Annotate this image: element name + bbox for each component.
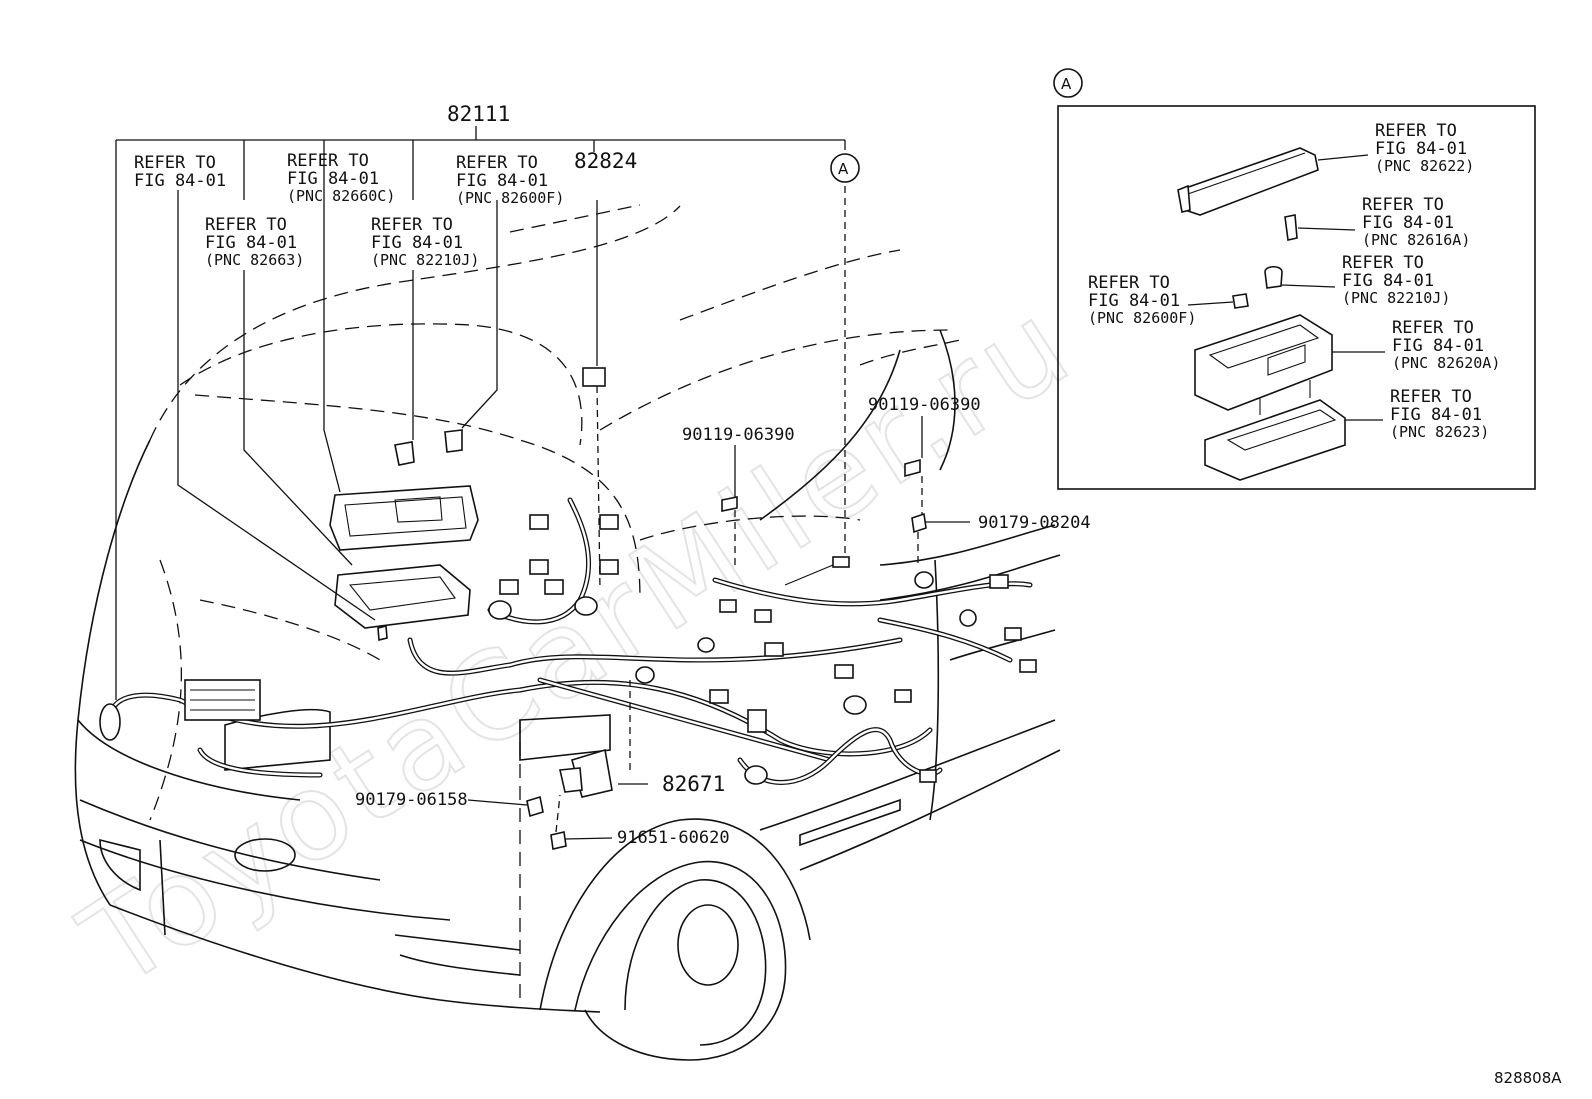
fuse-82616a — [1284, 214, 1298, 241]
fuse-box-body — [1194, 314, 1333, 415]
callout-line: FIG 84-01 — [1088, 291, 1180, 311]
callout-line: REFER TO — [456, 153, 538, 173]
part-number-90119-06390-a: 90119-06390 — [682, 425, 795, 445]
part-number-82671: 82671 — [662, 772, 725, 796]
callout-line: REFER TO — [205, 215, 287, 235]
callout-pnc: (PNC 82663) — [205, 251, 304, 269]
callout-line: REFER TO — [134, 153, 216, 173]
relay-block-upper — [329, 485, 479, 551]
detail-callout-d5: REFER TO FIG 84-01 (PNC 82620A) — [1392, 318, 1500, 372]
callout-line: REFER TO — [1375, 121, 1457, 141]
diagram-code: 828808A — [1494, 1069, 1562, 1087]
part-number-90119-06390-b: 90119-06390 — [868, 395, 981, 415]
marker-a: A — [830, 153, 860, 183]
callout-line: REFER TO — [287, 151, 369, 171]
callout-pnc: (PNC 82616A) — [1362, 231, 1470, 249]
part-number-82824: 82824 — [574, 149, 637, 173]
callout-c1: REFER TO FIG 84-01 — [134, 153, 226, 191]
callout-line: REFER TO — [1390, 387, 1472, 407]
callout-line: REFER TO — [371, 215, 453, 235]
connectors — [99, 514, 1037, 785]
callout-c5: REFER TO FIG 84-01 (PNC 82210J) — [371, 215, 479, 269]
relay-block-bracket — [334, 564, 471, 629]
wire-harness — [107, 497, 1033, 785]
bracket-82671 — [559, 748, 613, 798]
callout-line: REFER TO — [1088, 273, 1170, 293]
fuse-small-1 — [394, 429, 463, 466]
callout-pnc: (PNC 82600F) — [1088, 309, 1196, 327]
part-number-91651-60620: 91651-60620 — [617, 828, 730, 848]
detail-a-marker-text: A — [1061, 75, 1072, 93]
callout-pnc: (PNC 82210J) — [1342, 289, 1450, 307]
leader-lines — [115, 126, 970, 840]
callout-line: REFER TO — [1392, 318, 1474, 338]
callout-line: FIG 84-01 — [1362, 213, 1454, 233]
callout-c2: REFER TO FIG 84-01 (PNC 82660C) — [287, 151, 395, 205]
part-number-82111: 82111 — [447, 102, 510, 126]
callout-line: FIG 84-01 — [1390, 405, 1482, 425]
detail-callout-d4: REFER TO FIG 84-01 (PNC 82600F) — [1088, 273, 1196, 327]
callout-pnc: (PNC 82620A) — [1392, 354, 1500, 372]
callout-line: FIG 84-01 — [1342, 271, 1434, 291]
callout-c3: REFER TO FIG 84-01 (PNC 82600F) — [456, 153, 564, 207]
callout-pnc: (PNC 82623) — [1390, 423, 1489, 441]
connector-82824 — [582, 367, 606, 387]
detail-callout-d1: REFER TO FIG 84-01 (PNC 82622) — [1375, 121, 1474, 175]
marker-a-text: A — [838, 160, 849, 178]
callout-line: FIG 84-01 — [287, 169, 379, 189]
fuse-box-lower-case — [1204, 399, 1346, 481]
vehicle-body-outline — [74, 204, 1061, 1061]
main-part-label: 82111 — [447, 102, 510, 126]
fuse-82600f — [1232, 293, 1249, 309]
callout-pnc: (PNC 82622) — [1375, 157, 1474, 175]
detail-a: A REFER TO FIG 84-01 — [1053, 68, 1536, 490]
callout-line: REFER TO — [1342, 253, 1424, 273]
callout-line: REFER TO — [1362, 195, 1444, 215]
callout-line: FIG 84-01 — [205, 233, 297, 253]
callout-pnc: (PNC 82210J) — [371, 251, 479, 269]
detail-callout-d6: REFER TO FIG 84-01 (PNC 82623) — [1390, 387, 1489, 441]
callout-line: FIG 84-01 — [456, 171, 548, 191]
callout-pnc: (PNC 82600F) — [456, 189, 564, 207]
callout-c4: REFER TO FIG 84-01 (PNC 82663) — [205, 215, 304, 269]
callout-line: FIG 84-01 — [1392, 336, 1484, 356]
part-number-90179-08204: 90179-08204 — [978, 513, 1091, 533]
fuse-82210j — [1264, 265, 1283, 289]
detail-callout-d2: REFER TO FIG 84-01 (PNC 82616A) — [1362, 195, 1470, 249]
callout-line: FIG 84-01 — [371, 233, 463, 253]
callout-pnc: (PNC 82660C) — [287, 187, 395, 205]
fuse-box-cover — [1177, 147, 1319, 216]
callout-line: FIG 84-01 — [134, 171, 226, 191]
callout-line: FIG 84-01 — [1375, 139, 1467, 159]
fasteners — [377, 458, 927, 850]
detail-callout-d3: REFER TO FIG 84-01 (PNC 82210J) — [1342, 253, 1450, 307]
part-number-90179-06158: 90179-06158 — [355, 790, 468, 810]
